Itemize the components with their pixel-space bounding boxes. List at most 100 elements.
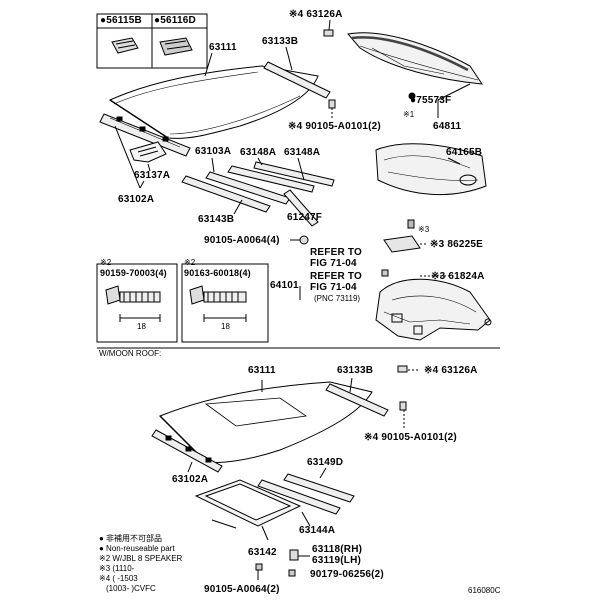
legend-line-5: ※4 ( -1503	[99, 574, 138, 583]
section-heading-moonroof: W/MOON ROOF:	[99, 349, 162, 358]
screw-bot	[399, 401, 407, 411]
speaker-bracket-86225e	[383, 219, 421, 253]
leader-63144a	[301, 511, 311, 527]
part-label-63133b-bot: 63133B	[337, 365, 374, 376]
part-label-64811: 64811	[433, 121, 462, 132]
part-label-63118: 63118(RH)	[312, 544, 363, 555]
leader-63103a	[211, 157, 215, 173]
leader-63148a-1	[257, 157, 263, 166]
leader-64165b	[447, 157, 461, 165]
bracket-63137a	[129, 141, 167, 163]
part-label-90163-60018: 90163-60018(4)	[184, 268, 251, 278]
leader-63143b	[233, 199, 243, 215]
part-label-63111-top: 63111	[209, 42, 237, 53]
legend-line-2: ● Non-reuseable part	[99, 544, 175, 553]
part-label-90105-a0101-bot: ※4 90105-A0101(2)	[364, 432, 457, 443]
part-label-63126a-top: ※4 63126A	[289, 9, 343, 20]
bolt-90163-drawing	[189, 285, 247, 322]
refer-1-line-1: REFER TO	[310, 247, 362, 258]
part-label-86225e: ※3 86225E	[430, 239, 483, 250]
part-label-75573f: ●75573F	[410, 95, 452, 106]
leader-63133b-bot	[349, 377, 353, 393]
part-label-90105-a0064-top: 90105-A0064(4)	[204, 235, 280, 246]
drip-rail-63133b-bot	[325, 383, 389, 417]
part-label-90105-a0101-top: ※4 90105-A0101(2)	[288, 121, 381, 132]
drip-rail-63133b-top	[263, 61, 331, 99]
mark-3: ※3	[418, 225, 430, 234]
refer-2-line-1: REFER TO	[310, 271, 362, 282]
part-label-63119: 63119(LH)	[312, 555, 362, 566]
caution-label-56115b	[111, 37, 139, 54]
clip-63126a-bot	[397, 365, 408, 373]
part-label-90159-70003: 90159-70003(4)	[100, 268, 167, 278]
legend-line-1: ● 非補用不可部品	[99, 534, 163, 543]
part-label-63142: 63142	[248, 547, 277, 558]
refer-1-line-2: FIG 71-04	[310, 258, 357, 269]
leader-63148a-2	[297, 157, 305, 181]
caution-label-56116d	[159, 37, 193, 56]
part-label-90105-a0064-bot: 90105-A0064(2)	[204, 584, 280, 595]
part-label-56116d: ●56116D	[154, 15, 196, 26]
package-tray-64165b	[375, 143, 487, 195]
dimension-right: 18	[221, 322, 230, 331]
part-label-56115b: ●56115B	[100, 15, 142, 26]
leader-63142	[261, 525, 269, 541]
part-label-63143b: 63143B	[198, 214, 235, 225]
figure-code: 616080C	[468, 586, 501, 595]
mark-2-left: ※2	[100, 258, 112, 267]
part-label-90179-06256: 90179-06256(2)	[310, 569, 384, 580]
leader-63126a-top	[328, 19, 331, 31]
inset-box-90159	[96, 263, 178, 343]
leader-63102a-top-b	[114, 125, 141, 189]
rear-panel-64101	[375, 278, 492, 341]
inset-box-90163	[181, 263, 269, 343]
bolt-90105-a0064-top	[290, 235, 309, 245]
part-label-63137a: 63137A	[134, 170, 171, 181]
legend-line-4: ※3 (1110-	[99, 564, 135, 573]
part-label-63149d: 63149D	[307, 457, 344, 468]
part-label-63103a: 63103A	[195, 146, 232, 157]
part-label-63102a-top: 63102A	[118, 194, 155, 205]
dimension-left: 18	[137, 322, 146, 331]
clip-63126a-top	[323, 29, 334, 37]
leader-63102a-top	[139, 180, 145, 189]
mark-2-right: ※2	[184, 258, 196, 267]
part-label-63144a: 63144A	[299, 525, 336, 536]
clip-75573f	[408, 92, 416, 100]
part-label-63133b-top: 63133B	[262, 36, 299, 47]
part-label-64101: 64101	[270, 280, 299, 291]
part-label-61824a: ※3 61824A	[431, 271, 485, 282]
legend-line-6: (1003- )CVFC	[106, 584, 156, 593]
part-label-63126a-bot: ※4 63126A	[424, 365, 478, 376]
bolt-90105-a0064-bot	[255, 563, 263, 571]
leader-64811-b	[437, 83, 471, 101]
screw-61824a	[381, 269, 389, 277]
part-label-63111-bot: 63111	[248, 365, 276, 376]
leader-63133b-top	[285, 46, 293, 71]
refer-2-line-2: FIG 71-04	[310, 282, 357, 293]
leader-63137a	[147, 163, 151, 172]
part-label-63148a-2: 63148A	[284, 147, 321, 158]
leader-61247f	[299, 211, 307, 221]
refer-2-line-3: (PNC 73119)	[314, 294, 361, 303]
bolt-90159-drawing	[105, 285, 161, 322]
leader-63111	[204, 52, 213, 77]
part-label-63148a-1: 63148A	[240, 147, 277, 158]
headliner-64811	[347, 32, 483, 85]
moonroof-frame-63142	[194, 479, 302, 529]
front-header-rail-top	[99, 113, 191, 157]
leader-63102a-bot	[187, 461, 193, 473]
mark-1: ※1	[403, 110, 415, 119]
front-header-rail-bot	[151, 429, 223, 473]
screw-top	[328, 99, 336, 109]
part-label-61247f: 61247F	[287, 212, 323, 223]
roof-panel-top	[108, 65, 319, 139]
moonroof-trim-strips	[257, 473, 355, 515]
legend-line-3: ※2 W/JBL 8 SPEAKER	[99, 554, 183, 563]
bracket-63118-63119	[289, 549, 299, 561]
part-label-64165b: 64165B	[446, 147, 483, 158]
screw-90179	[288, 569, 296, 577]
roof-trim-strips	[181, 161, 335, 227]
leader-63149d	[319, 467, 327, 479]
